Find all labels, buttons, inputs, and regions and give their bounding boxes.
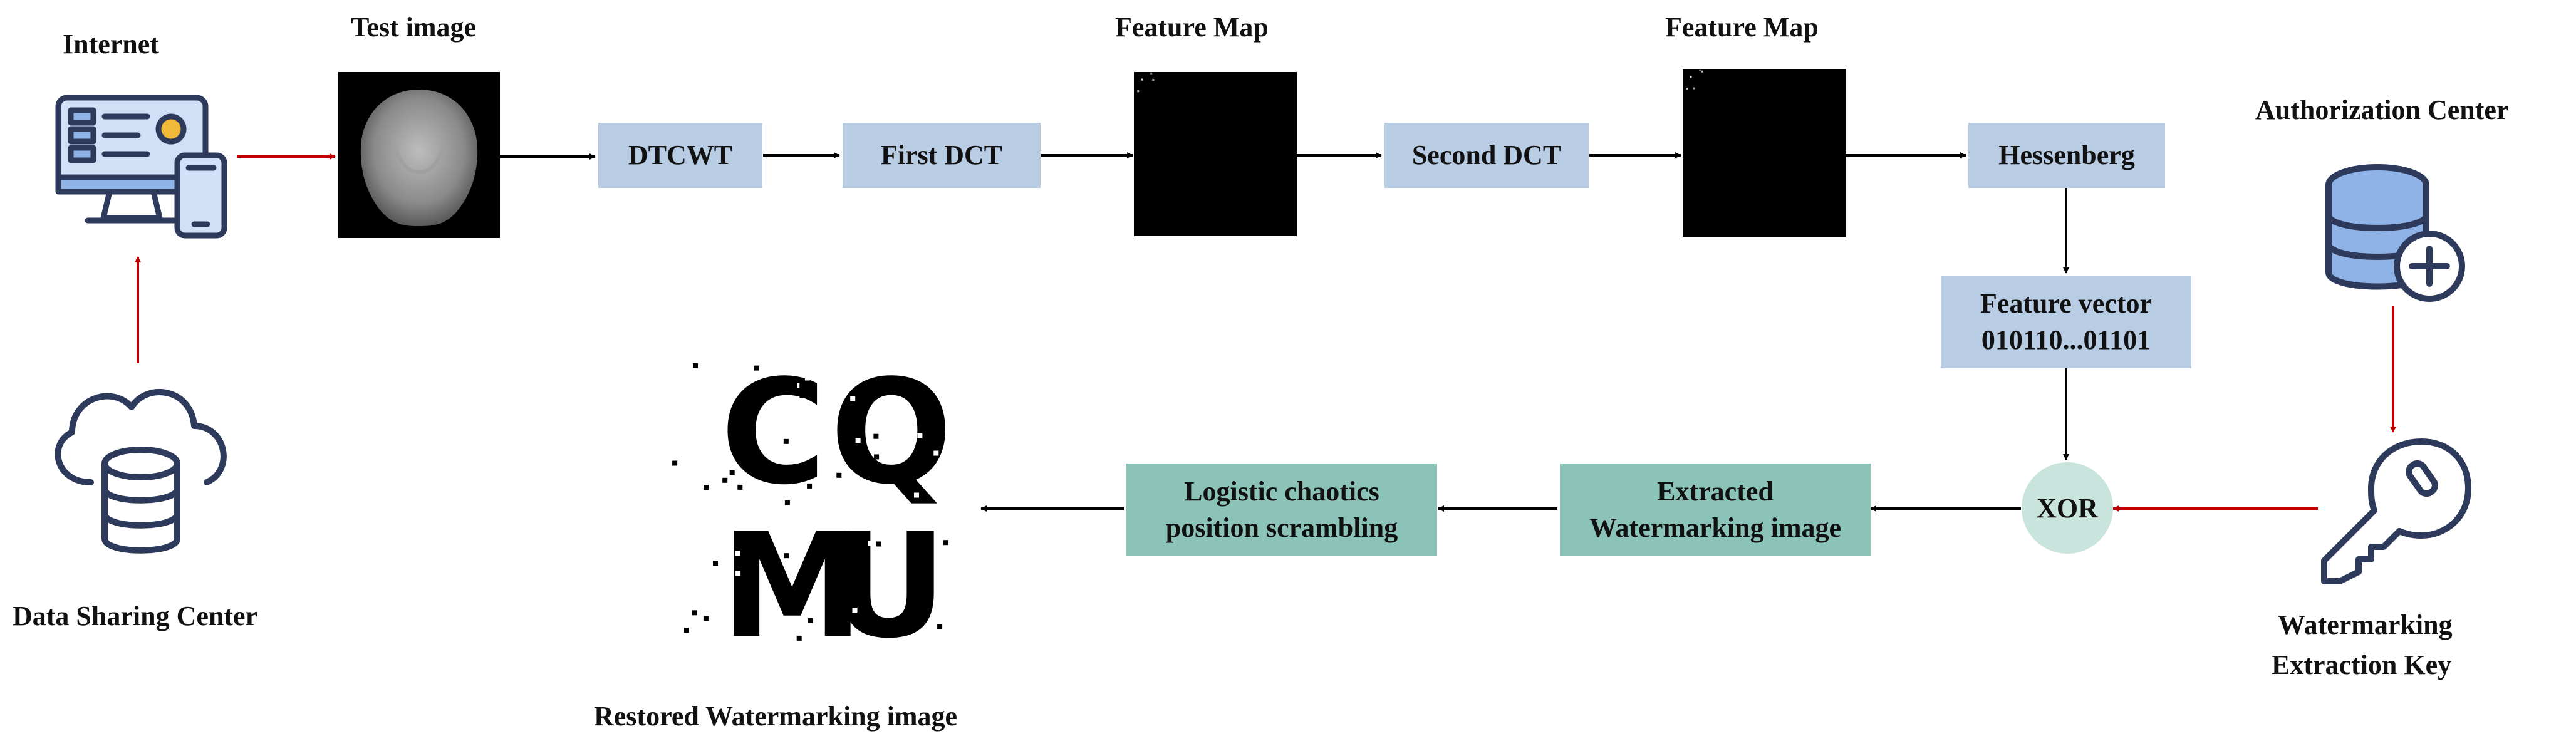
second-dct-label: Second DCT (1411, 140, 1562, 170)
dtcwt-label: DTCWT (628, 140, 733, 170)
feature-map-1-label: Feature Map (1115, 12, 1269, 43)
feature-vector-bits: 010110...01101 (1981, 324, 2151, 355)
authorization-center-label: Authorization Center (2255, 95, 2509, 125)
data-sharing-center-label: Data Sharing Center (13, 601, 258, 631)
hessenberg-label: Hessenberg (1998, 140, 2135, 170)
feature-vector-label: Feature vector (1980, 288, 2153, 319)
test-image-graphic (360, 90, 478, 226)
feature-map-1-image (1134, 72, 1297, 236)
key-icon (2321, 438, 2471, 584)
logistic-label-line2: position scrambling (1165, 512, 1398, 543)
first-dct-label: First DCT (880, 140, 1003, 170)
xor-node: XOR (2022, 462, 2113, 554)
feature-map-2-image (1683, 69, 1846, 237)
watermark-letter-m: M (720, 503, 864, 651)
test-image-label: Test image (351, 12, 477, 43)
feature-map-2-label: Feature Map (1665, 12, 1819, 43)
extracted-label-line2: Watermarking image (1589, 512, 1842, 543)
cloud-database-icon (55, 389, 227, 554)
watermarking-key-label-line2: Extraction Key (2272, 650, 2452, 680)
extracted-label-line1: Extracted (1657, 476, 1774, 507)
restored-watermarking-image-label: Restored Watermarking image (594, 701, 958, 732)
logistic-label-line1: Logistic chaotics (1184, 476, 1379, 507)
feature-map-2-dots (1686, 69, 1703, 90)
watermark-letter-q: Q (830, 357, 952, 517)
computer-phone-icon (55, 95, 227, 239)
database-plus-icon (2325, 164, 2465, 302)
second-dct-box: Second DCT (1384, 123, 1589, 188)
feature-map-1-dots (1137, 72, 1155, 93)
first-dct-box: First DCT (843, 123, 1041, 188)
hessenberg-box: Hessenberg (1968, 123, 2165, 188)
watermarking-key-label-line1: Watermarking (2278, 609, 2453, 640)
watermark-letter-u: U (830, 503, 947, 651)
feature-vector-box: Feature vector 010110...01101 (1941, 276, 2191, 368)
test-image (338, 72, 500, 238)
extracted-watermark-box: Extracted Watermarking image (1560, 464, 1871, 556)
xor-label: XOR (2037, 492, 2098, 524)
dtcwt-box: DTCWT (598, 123, 762, 188)
internet-label: Internet (63, 29, 159, 60)
logistic-scrambling-box: Logistic chaotics position scrambling (1126, 464, 1437, 556)
